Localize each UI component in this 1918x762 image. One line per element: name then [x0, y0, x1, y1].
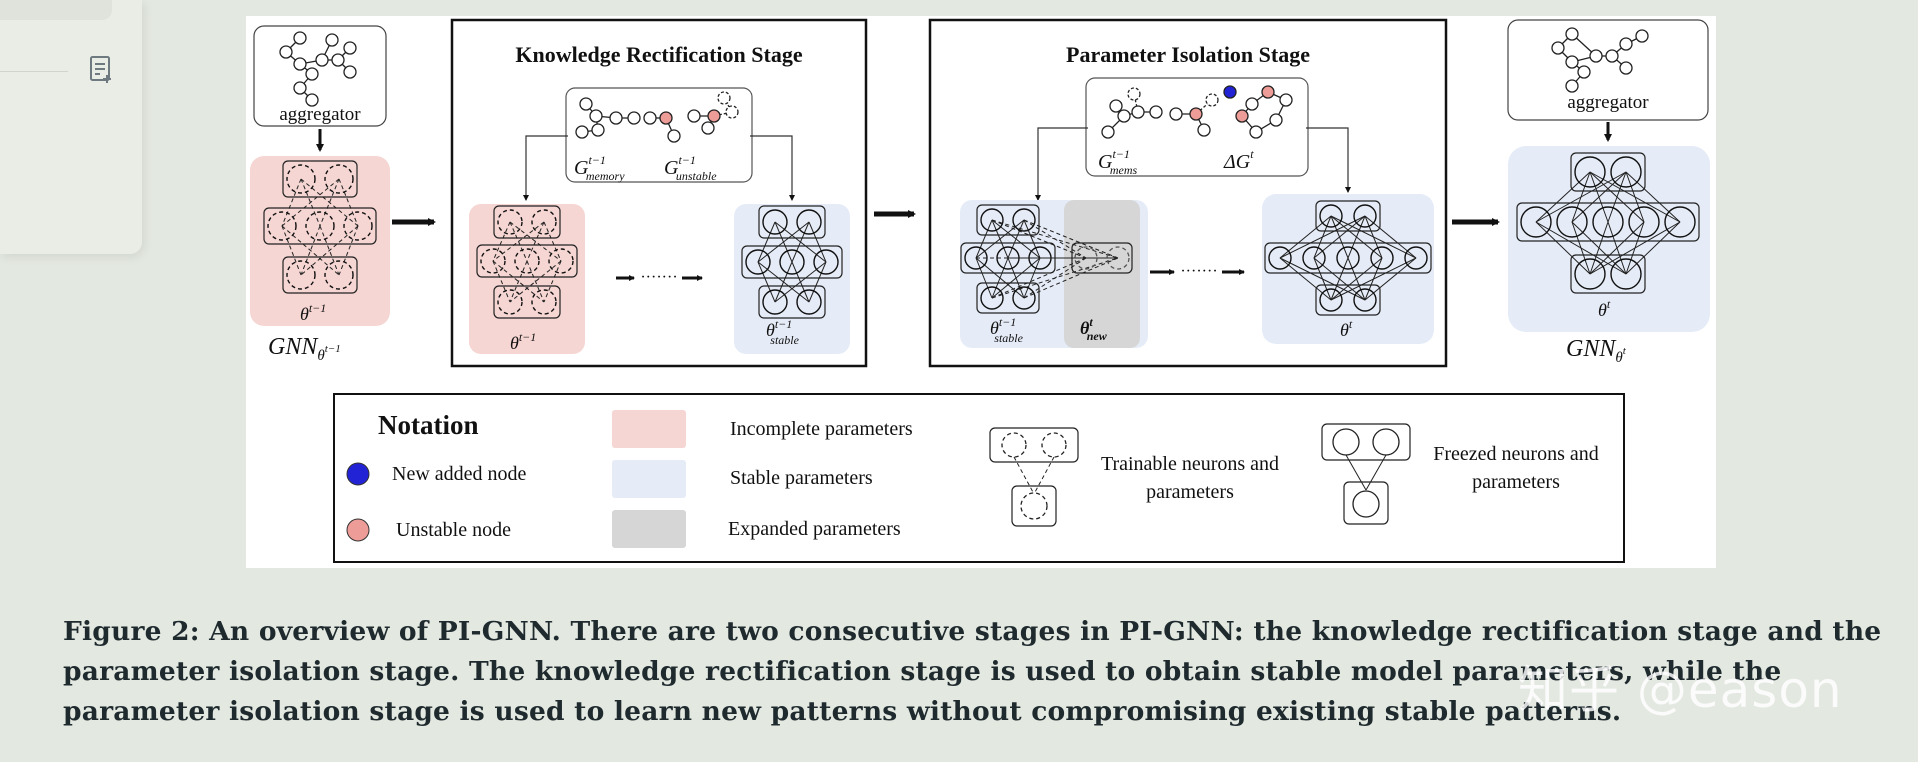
stable-network-panel	[734, 204, 850, 354]
aggregator-graph-left	[279, 31, 357, 107]
note-add-icon[interactable]	[88, 55, 114, 85]
mems-delta-graphs	[1101, 85, 1293, 139]
theta-t-network	[1264, 200, 1432, 316]
gnn-prev-panel	[250, 156, 390, 326]
stable-label: Stable parameters	[730, 467, 873, 489]
aggregator-label-right: aggregator	[1567, 92, 1649, 113]
figure-2: aggregator θt−1 GNNθt−1 Knowledge Rectif…	[246, 16, 1716, 568]
memory-unstable-graphs	[575, 91, 739, 143]
figure-caption: Figure 2: An overview of PI-GNN. There a…	[63, 616, 1882, 727]
aggregator-box-right: aggregator	[1507, 19, 1709, 121]
unstable-node-swatch	[346, 518, 370, 542]
stable-swatch	[612, 460, 686, 498]
incomplete-label: Incomplete parameters	[730, 418, 913, 440]
freezed-label-line2: parameters	[1472, 471, 1560, 493]
expanded-label: Expanded parameters	[728, 518, 901, 540]
gnn-curr-network	[1516, 152, 1700, 294]
theta-ks-left-label: θt−1	[510, 330, 536, 353]
pi-dots: ·······	[1180, 263, 1217, 280]
freezed-label-line1: Freezed neurons and	[1433, 443, 1599, 465]
side-panel-divider	[0, 71, 68, 72]
theta-curr-label: θt	[1598, 297, 1611, 320]
freezed-neurons-icon	[1321, 423, 1411, 525]
new-node-label: New added node	[392, 463, 527, 485]
stable-network	[741, 205, 843, 319]
mems-graph-box	[1085, 77, 1309, 177]
incomplete-swatch	[612, 410, 686, 448]
theta-out-label: θt	[1340, 317, 1353, 340]
ks-dots: ·······	[640, 269, 677, 286]
notation-legend: Notation New added node Unstable node In…	[333, 393, 1625, 563]
memory-graph-box	[565, 87, 753, 183]
gnn-prev-label: GNNθt−1	[268, 334, 341, 364]
gnn-curr-panel	[1508, 146, 1710, 332]
delta-g-label: ΔGt	[1223, 147, 1254, 173]
aggregator-box-left: aggregator	[253, 25, 387, 127]
expanded-parameters-panel	[1064, 200, 1140, 348]
expanded-swatch	[612, 510, 686, 548]
isolation-stage-title: Parameter Isolation Stage	[1066, 42, 1310, 67]
new-node-swatch	[346, 462, 370, 486]
aggregator-graph-right	[1551, 27, 1649, 93]
gnn-curr-label: GNNθt	[1566, 336, 1627, 366]
side-panel-tab[interactable]	[0, 0, 112, 20]
stable-expanded-network	[960, 204, 1133, 314]
incomplete-network-panel	[469, 204, 585, 354]
trainable-neurons-icon	[989, 427, 1079, 527]
zhihu-watermark: 知乎 @eason	[1518, 661, 1843, 719]
trainable-label-line2: parameters	[1146, 481, 1234, 503]
notation-title: Notation	[378, 410, 479, 440]
unstable-node-label: Unstable node	[396, 519, 511, 541]
incomplete-network	[476, 205, 578, 319]
knowledge-stage-title: Knowledge Rectification Stage	[515, 42, 802, 67]
aggregator-label-left: aggregator	[279, 104, 361, 125]
side-panel	[0, 0, 142, 254]
theta-prev-label: θt−1	[300, 301, 326, 324]
trainable-label-line1: Trainable neurons and	[1101, 453, 1279, 475]
gnn-prev-network	[263, 160, 377, 294]
